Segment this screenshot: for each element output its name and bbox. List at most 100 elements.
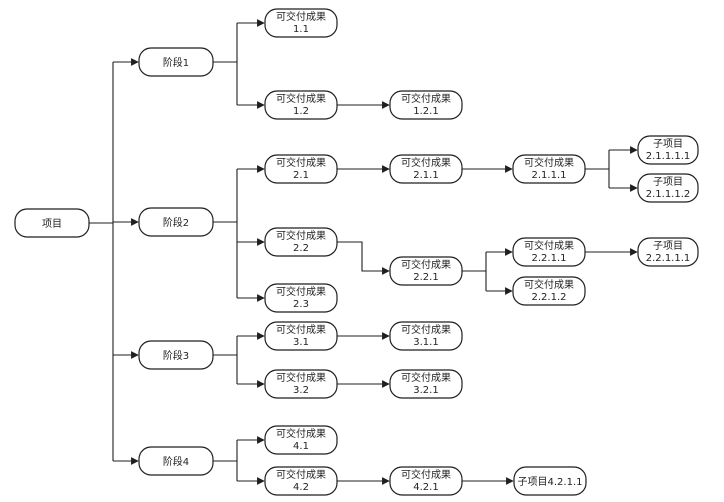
node-label: 子项目4.2.1.1 [518,476,583,488]
node-label: 可交付成果 [276,229,326,242]
node-number: 4.2.1 [413,482,438,493]
node-number: 1.1 [293,24,309,35]
stage-node-s4[interactable]: 阶段4 [138,446,214,476]
node-label: 可交付成果 [276,285,326,298]
node-number: 2.3 [293,299,309,310]
node-label: 可交付成果 [401,323,451,336]
node-label: 可交付成果 [401,156,451,169]
node-label: 阶段1 [163,56,189,69]
node-label: 可交付成果 [276,92,326,105]
node-label: 子项目 [653,176,683,188]
node-number: 2.1.1.1.2 [646,189,691,200]
node-number: 3.2 [293,385,309,396]
stage-node-s3[interactable]: 阶段3 [138,340,214,370]
node-label: 可交付成果 [401,371,451,384]
node-number: 1.2.1 [413,106,438,117]
node-label: 可交付成果 [276,10,326,23]
node-label: 可交付成果 [276,156,326,169]
node-box [513,466,587,496]
node-number: 2.2.1.2 [532,292,567,303]
node-label: 可交付成果 [401,258,451,271]
node-number: 2.2.1.1.1 [646,253,691,264]
node-label: 可交付成果 [524,239,574,252]
node-label: 可交付成果 [276,371,326,384]
node-label: 项目 [42,218,62,230]
node-box [512,276,586,306]
node-box [264,154,338,184]
node-box [264,90,338,120]
node-label: 可交付成果 [276,468,326,481]
stage-node-s1[interactable]: 阶段1 [138,47,214,77]
node-label: 子项目 [653,240,683,252]
node-box [512,154,586,184]
node-number: 2.1.1.1.1 [646,151,691,162]
node-number: 2.1 [293,170,309,181]
node-box [637,135,699,165]
node-label: 可交付成果 [524,156,574,169]
node-box [512,237,586,267]
node-box [389,154,463,184]
node-box [389,466,463,496]
node-box [637,173,699,203]
node-box [264,466,338,496]
stage-node-s2[interactable]: 阶段2 [138,207,214,237]
node-box [138,446,214,476]
node-box [637,237,699,267]
node-number: 1.2 [293,106,309,117]
node-number: 2.1.1.1 [532,170,567,181]
node-number: 3.1 [293,337,309,348]
node-label: 子项目 [653,138,683,150]
node-box [264,8,338,38]
node-number: 2.2 [293,243,309,254]
node-number: 4.1 [293,441,309,452]
node-box [138,340,214,370]
node-number: 2.2.1 [413,272,438,283]
node-label: 阶段4 [163,455,189,468]
node-box [389,256,463,286]
edge-d22-d221 [337,241,390,275]
node-box [264,227,338,257]
node-box [389,90,463,120]
root-node-root[interactable]: 项目 [14,208,90,238]
node-box [264,425,338,455]
node-number: 4.2 [293,482,309,493]
node-box [14,208,90,238]
node-number: 2.2.1.1 [532,253,567,264]
node-label: 可交付成果 [401,92,451,105]
node-label: 可交付成果 [276,427,326,440]
node-label: 可交付成果 [276,323,326,336]
node-box [264,369,338,399]
node-label: 阶段2 [163,216,189,229]
node-number: 3.1.1 [413,337,438,348]
node-box [389,321,463,351]
node-box [138,207,214,237]
node-label: 可交付成果 [524,278,574,291]
subproject-node-p4211[interactable]: 子项目4.2.1.1 [513,466,587,496]
node-number: 2.1.1 [413,170,438,181]
node-box [264,283,338,313]
node-label: 可交付成果 [401,468,451,481]
